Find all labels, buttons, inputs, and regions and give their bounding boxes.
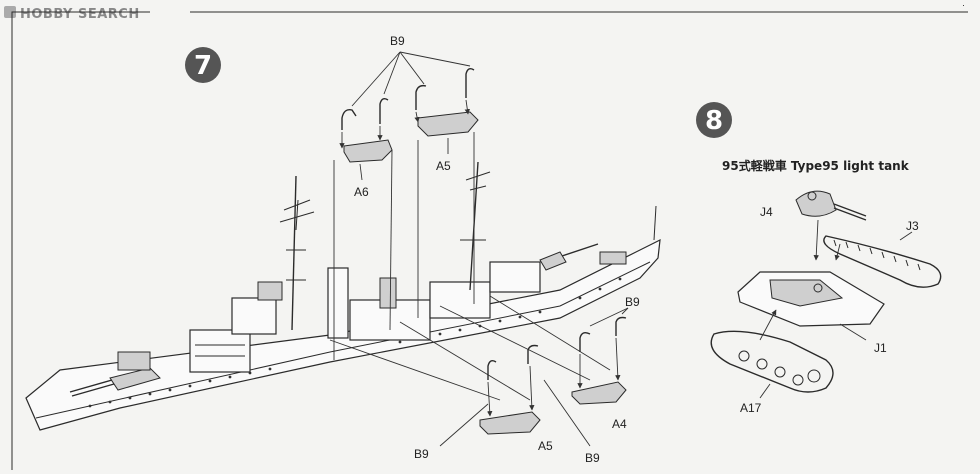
davit-b9-a6-left — [341, 108, 357, 130]
aft-gun-turret — [539, 243, 627, 271]
label-a4: A4 — [612, 417, 627, 431]
label-a5-lower: A5 — [538, 439, 553, 453]
label-j3: J3 — [906, 219, 919, 233]
forward-gun-turret — [69, 351, 161, 397]
watermark-logo-icon — [4, 6, 16, 18]
hull-deck-line — [35, 261, 651, 419]
foremast — [279, 175, 315, 331]
boat-a6-assembly — [339, 97, 393, 181]
corner-mark: · — [962, 0, 965, 10]
step-7-badge: 7 — [185, 47, 221, 83]
label-a6: A6 — [354, 185, 369, 199]
boat-a5-upper — [417, 111, 479, 137]
tank-track-a17 — [710, 309, 834, 399]
label-b9-bottom-right: B9 — [585, 451, 600, 465]
step-8-title: 95式軽戦車 Type95 light tank — [722, 158, 910, 173]
boat-a5-lower-assembly — [439, 344, 591, 447]
watermark: HOBBY SEARCH — [4, 6, 140, 22]
tank-track-j3 — [823, 231, 942, 288]
step-8-circle — [696, 102, 732, 138]
page-frame-left — [11, 11, 150, 470]
step-8-badge: 8 — [696, 102, 732, 138]
ship-destroyer — [25, 161, 661, 431]
tank-hull-j1 — [737, 271, 885, 341]
assembly-guide-lines — [329, 132, 611, 401]
label-j4: J4 — [760, 205, 773, 219]
label-b9-right: B9 — [625, 295, 640, 309]
tank-turret-j4 — [795, 190, 867, 261]
bridge-superstructure — [189, 281, 283, 373]
watermark-text: HOBBY SEARCH — [20, 7, 140, 22]
mainmast — [460, 161, 491, 291]
label-b9-bottom-left: B9 — [414, 447, 429, 461]
step-7-circle — [185, 47, 221, 83]
callout-b9-top — [351, 51, 471, 107]
davit-b9-a6-right — [379, 97, 389, 124]
boat-a6 — [343, 139, 393, 163]
hull-portholes — [88, 277, 622, 408]
boat-a5-upper-assembly — [414, 67, 479, 154]
davit-b9-a4-right — [615, 316, 627, 336]
boat-a5-lower — [479, 411, 541, 435]
boat-a4-assembly — [571, 307, 629, 405]
label-a5-upper: A5 — [436, 159, 451, 173]
step-7-number: 7 — [194, 51, 212, 81]
label-j1: J1 — [874, 341, 887, 355]
boat-a4 — [571, 381, 627, 405]
jackstaff — [653, 205, 657, 241]
davit-b9-a5-lower-right — [527, 344, 539, 364]
davit-b9-a4-left — [579, 331, 591, 352]
davit-b9-a5-lower-left — [487, 359, 497, 380]
davit-b9-a5-left — [415, 84, 427, 110]
davit-b9-a5-right — [465, 67, 475, 98]
label-a17: A17 — [740, 401, 762, 415]
label-b9-top: B9 — [390, 34, 405, 48]
step-8-number: 8 — [705, 106, 723, 136]
